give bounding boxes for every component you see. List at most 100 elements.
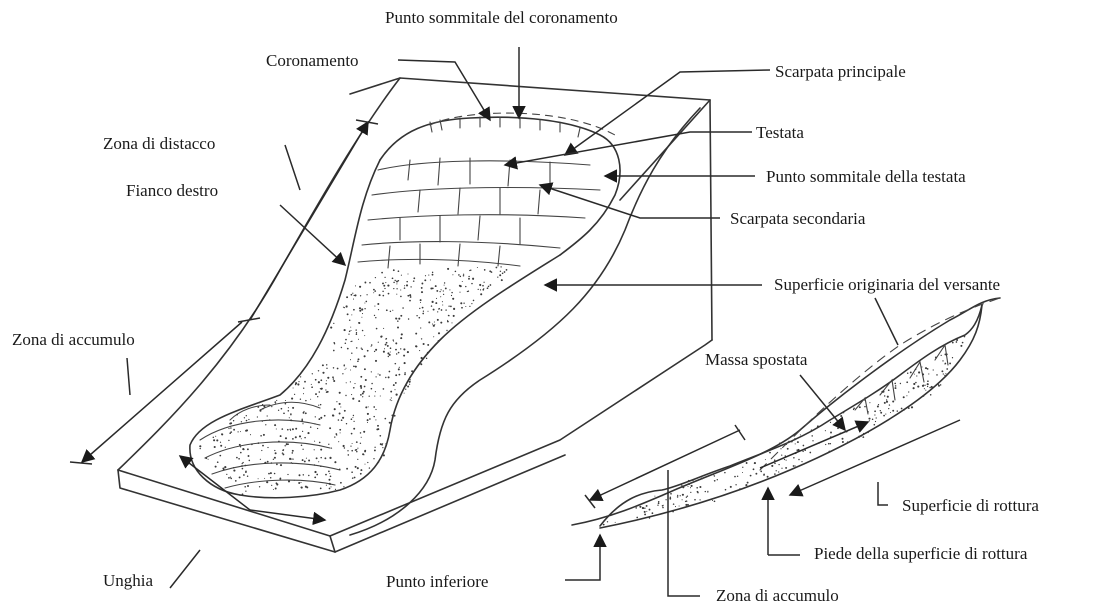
stipple-dot [828,443,830,445]
stipple-dot [320,379,322,381]
stipple-dot [696,503,697,504]
stipple-dot [304,437,306,439]
stipple-dot [373,289,375,291]
stipple-dot [305,486,307,488]
stipple-dot [344,307,345,308]
stipple-dot [280,464,282,466]
stipple-dot [416,315,417,316]
stipple-dot [657,505,658,506]
stipple-dot [360,469,362,471]
stipple-dot [408,318,410,320]
stipple-dot [427,344,429,346]
stipple-dot [387,345,389,347]
stipple-dot [271,462,273,464]
stipple-dot [325,383,327,385]
stipple-dot [383,285,385,287]
stipple-dot [308,475,309,476]
stipple-dot [415,333,417,335]
stipple-dot [800,434,801,435]
stipple-dot [809,452,811,454]
stipple-dot [401,333,403,335]
stipple-dot [397,320,399,322]
stipple-dot [921,366,922,367]
stipple-dot [778,464,779,465]
stipple-dot [326,364,327,365]
stipple-dot [830,432,832,434]
stipple-dot [395,349,397,351]
stipple-dot [794,438,796,440]
stipple-dot [393,384,395,386]
stipple-dot [333,367,334,368]
stipple-dot [348,333,349,334]
stipple-dot [685,501,686,502]
stipple-dot [292,452,294,454]
stipple-dot [690,492,691,493]
stipple-dot [292,438,294,440]
stipple-dot [490,284,492,286]
stipple-dot [444,282,445,283]
stipple-dot [900,374,901,375]
stipple-dot [435,285,437,287]
stipple-dot [410,379,411,380]
stipple-dot [275,403,277,405]
stipple-dot [779,443,781,445]
stipple-dot [432,272,433,273]
stipple-dot [385,344,387,346]
stipple-dot [245,471,247,473]
stipple-dot [361,347,362,348]
stipple-dot [242,468,244,470]
stipple-dot [291,458,292,459]
stipple-dot [396,288,397,289]
stipple-dot [853,409,854,410]
stipple-dot [299,435,301,437]
stipple-dot [258,478,259,479]
stipple-dot [315,379,317,381]
stipple-dot [346,468,348,470]
stipple-dot [260,435,262,437]
stipple-dot [862,436,864,438]
stipple-dot [268,473,270,475]
stipple-dot [405,389,406,390]
stipple-dot [649,517,651,519]
stipple-dot [358,400,360,402]
stipple-dot [267,447,268,448]
stipple-dot [237,431,238,432]
stipple-dot [293,459,294,460]
stipple-dot [273,459,274,460]
stipple-dot [247,475,248,476]
stipple-dot [283,412,285,414]
stipple-dot [379,294,381,296]
stipple-dot [900,383,901,384]
stipple-dot [714,475,715,476]
stipple-dot [228,428,229,429]
stipple-dot [351,418,353,420]
stipple-dot [913,383,915,385]
stipple-dot [767,476,769,478]
stipple-dot [690,487,691,488]
stipple-dot [344,410,346,412]
stipple-dot [385,418,387,420]
stipple-dot [801,461,802,462]
stipple-dot [226,474,227,475]
stipple-dot [335,433,337,435]
stipple-dot [374,351,375,352]
stipple-dot [353,415,354,416]
stipple-dot [265,424,266,425]
stipple-dot [842,441,844,443]
stipple-dot [437,311,438,312]
stipple-dot [318,418,320,420]
stipple-dot [271,485,272,486]
stipple-dot [301,444,303,446]
stipple-dot [348,454,350,456]
stipple-dot [878,404,879,405]
stipple-dot [360,394,362,396]
stipple-dot [289,458,291,460]
stipple-dot [424,279,426,281]
stipple-dot [940,384,942,386]
stipple-dot [944,375,945,376]
stipple-dot [391,397,392,398]
stipple-dot [699,486,701,488]
stipple-dot [439,291,440,292]
stipple-dot [240,452,242,454]
stipple-dot [298,381,299,382]
